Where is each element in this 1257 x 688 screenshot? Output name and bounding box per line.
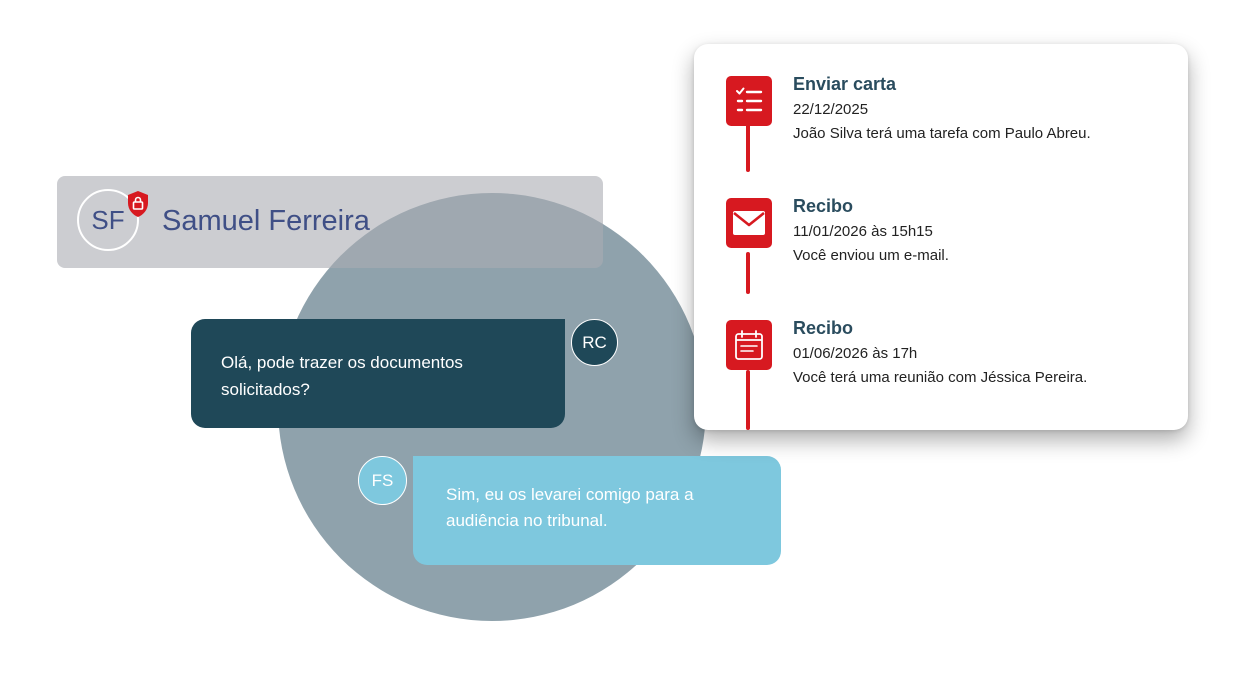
contact-card[interactable] xyxy=(57,176,603,268)
timeline-item-title: Enviar carta xyxy=(793,74,897,94)
message-text: Sim, eu os levarei comigo para a audiênc… xyxy=(446,485,694,530)
timeline-connector xyxy=(746,124,750,172)
contact-avatar: SF xyxy=(77,189,139,251)
sender-avatar-fs: FS xyxy=(358,456,407,505)
message-bubble-received: Olá, pode trazer os documentos solicitad… xyxy=(191,319,565,428)
activity-timeline-card: Enviar carta 22/12/2025 João Silva terá … xyxy=(694,44,1188,430)
timeline-item-date: 11/01/2026 às 15h15 xyxy=(793,223,933,240)
timeline-item-description: Você enviou um e-mail. xyxy=(793,247,949,264)
timeline-item-date: 22/12/2025 xyxy=(793,101,869,118)
message-bubble-sent: Sim, eu os levarei comigo para a audiênc… xyxy=(413,456,781,565)
timeline-item-title: Recibo xyxy=(793,318,854,338)
calendar-icon xyxy=(726,320,772,370)
message-text: Olá, pode trazer os documentos solicitad… xyxy=(221,353,463,399)
checklist-icon xyxy=(726,76,772,126)
contact-initials: SF xyxy=(91,204,125,235)
timeline-item-description: Você terá uma reunião com Jéssica Pereir… xyxy=(793,369,1088,386)
sender-initials: FS xyxy=(371,470,394,490)
sender-initials: RC xyxy=(582,332,607,352)
timeline-item-description: João Silva terá uma tarefa com Paulo Abr… xyxy=(793,125,1091,142)
sender-avatar-rc: RC xyxy=(571,319,618,366)
timeline-item-date: 01/06/2026 às 17h xyxy=(793,345,918,362)
timeline-connector xyxy=(746,370,750,430)
contact-name: Samuel Ferreira xyxy=(162,205,370,237)
timeline-item-title: Recibo xyxy=(793,196,854,216)
mail-icon xyxy=(726,198,772,248)
lock-shield-icon xyxy=(128,191,148,217)
timeline-connector xyxy=(746,252,750,294)
